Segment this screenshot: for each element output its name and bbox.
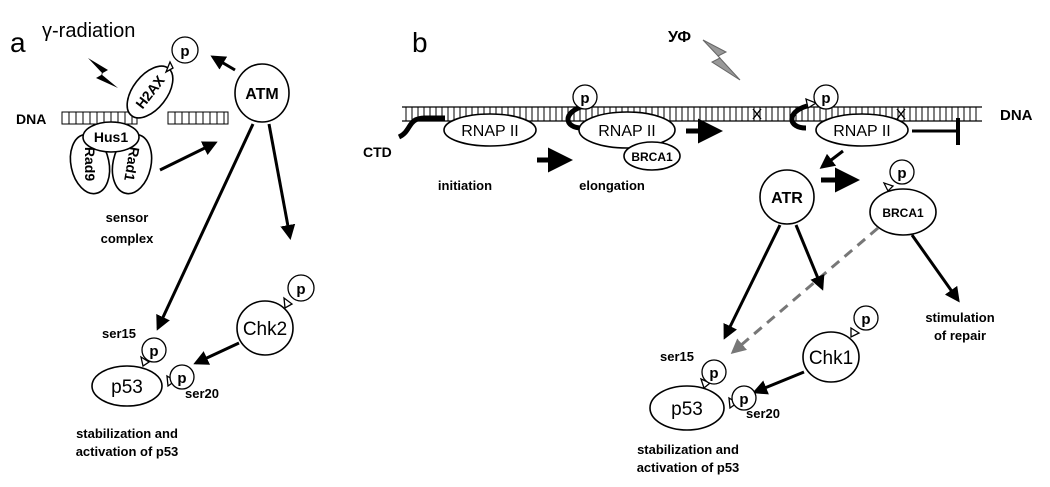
- atm-to-p53-arrow: [156, 123, 255, 331]
- svg-text:RNAP II: RNAP II: [833, 123, 891, 140]
- svg-text:p53: p53: [671, 399, 703, 420]
- phospho-elongation-icon: p: [572, 84, 598, 110]
- atm-node: ATM: [234, 63, 290, 123]
- atr-to-p53-arrow: [723, 224, 782, 340]
- svg-text:p53: p53: [111, 377, 143, 398]
- dna-label-b: DNA: [1000, 107, 1033, 124]
- chk1-node: Chk1: [802, 331, 860, 383]
- ctd-label: CTD: [363, 144, 392, 160]
- elongation-label: elongation: [579, 178, 645, 193]
- uv-label: УФ: [668, 29, 691, 46]
- phospho-ser15-b-icon: p: [699, 359, 727, 390]
- outcome-a-line2: activation of p53: [76, 444, 179, 459]
- brca1-elongation-node: BRCA1: [623, 141, 681, 171]
- svg-text:RNAP II: RNAP II: [461, 123, 519, 140]
- brca1-node: BRCA1: [869, 188, 937, 236]
- phospho-brca1-icon: p: [882, 159, 915, 193]
- svg-text:p: p: [709, 365, 718, 382]
- p53-node-a: p53: [91, 365, 163, 407]
- atr-to-chk1-arrow: [794, 224, 825, 291]
- ser15-label-a: ser15: [102, 326, 136, 341]
- ser15-label-b: ser15: [660, 349, 694, 364]
- chk2-node: Chk2: [236, 300, 294, 356]
- stalled-tail: [789, 103, 808, 131]
- svg-text:p: p: [897, 165, 906, 182]
- atr-node: ATR: [759, 169, 815, 225]
- phospho-ser15-a-icon: p: [140, 337, 167, 368]
- atm-to-h2ax-arrow: [210, 55, 236, 72]
- rnap-elongation-node: RNAP II: [578, 111, 676, 149]
- svg-text:p: p: [296, 281, 305, 298]
- brca1-to-p53-dashed-arrow: [730, 226, 879, 354]
- ser20-label-b: ser20: [746, 406, 780, 421]
- svg-text:RNAP II: RNAP II: [598, 123, 656, 140]
- outcome-b-line2: activation of p53: [637, 460, 740, 475]
- ctd-tail: [397, 115, 445, 140]
- phospho-chk2-icon: p: [283, 274, 315, 310]
- sensor-label-1: sensor: [106, 210, 149, 225]
- initiation-label: initiation: [438, 178, 492, 193]
- svg-text:BRCA1: BRCA1: [631, 150, 673, 164]
- phospho-chk1-icon: p: [850, 305, 879, 339]
- svg-text:Rad1: Rad1: [121, 146, 143, 183]
- lightning-b-icon: [702, 39, 741, 81]
- svg-text:Rad9: Rad9: [82, 147, 98, 181]
- sensor-to-atm-arrow: [159, 141, 218, 172]
- rnap-stalled-node: RNAP II: [815, 113, 909, 147]
- p53-node-b: p53: [649, 385, 725, 431]
- phospho-ser20-b-icon: p: [728, 385, 757, 411]
- repair-label-1: stimulation: [925, 310, 994, 325]
- svg-text:Chk1: Chk1: [809, 348, 853, 369]
- brca1-to-repair-arrow: [910, 234, 960, 303]
- dna-label-a: DNA: [16, 111, 46, 127]
- atm-to-chk2-arrow: [267, 123, 296, 240]
- outcome-b-line1: stabilization and: [637, 442, 739, 457]
- svg-text:p: p: [739, 391, 748, 408]
- svg-text:p: p: [177, 370, 186, 387]
- sensor-label-2: complex: [101, 231, 155, 246]
- svg-text:ATR: ATR: [771, 190, 803, 207]
- panel-b-label: b: [412, 27, 428, 58]
- rnap-initiation-node: RNAP II: [443, 113, 537, 147]
- lightning-a-icon: [88, 58, 118, 88]
- svg-text:BRCA1: BRCA1: [882, 206, 924, 220]
- phospho-stalled-icon: p: [805, 84, 839, 110]
- gamma-radiation-label: γ-radiation: [42, 20, 135, 42]
- phospho-h2ax-icon: p: [164, 36, 199, 74]
- outcome-a-line1: stabilization and: [76, 426, 178, 441]
- hus1-node: Hus1: [82, 121, 140, 153]
- svg-text:ATM: ATM: [245, 86, 278, 103]
- svg-text:Hus1: Hus1: [94, 129, 128, 145]
- svg-text:p: p: [149, 343, 158, 360]
- repair-label-2: of repair: [934, 328, 986, 343]
- chk2-to-p53-arrow: [193, 341, 240, 365]
- svg-text:p: p: [180, 43, 189, 60]
- rnap-to-atr-arrow: [819, 149, 844, 169]
- chk1-to-p53-arrow: [752, 370, 805, 395]
- svg-text:p: p: [861, 311, 870, 328]
- svg-text:Chk2: Chk2: [243, 319, 287, 340]
- panel-a-label: a: [10, 27, 26, 58]
- svg-text:p: p: [821, 90, 830, 107]
- h2ax-node: H2AX: [126, 65, 174, 119]
- ser20-label-a: ser20: [185, 386, 219, 401]
- phospho-ser20-a-icon: p: [166, 364, 195, 390]
- block-symbol: [912, 118, 960, 145]
- dna-strand-a: [61, 111, 229, 125]
- svg-text:p: p: [580, 90, 589, 107]
